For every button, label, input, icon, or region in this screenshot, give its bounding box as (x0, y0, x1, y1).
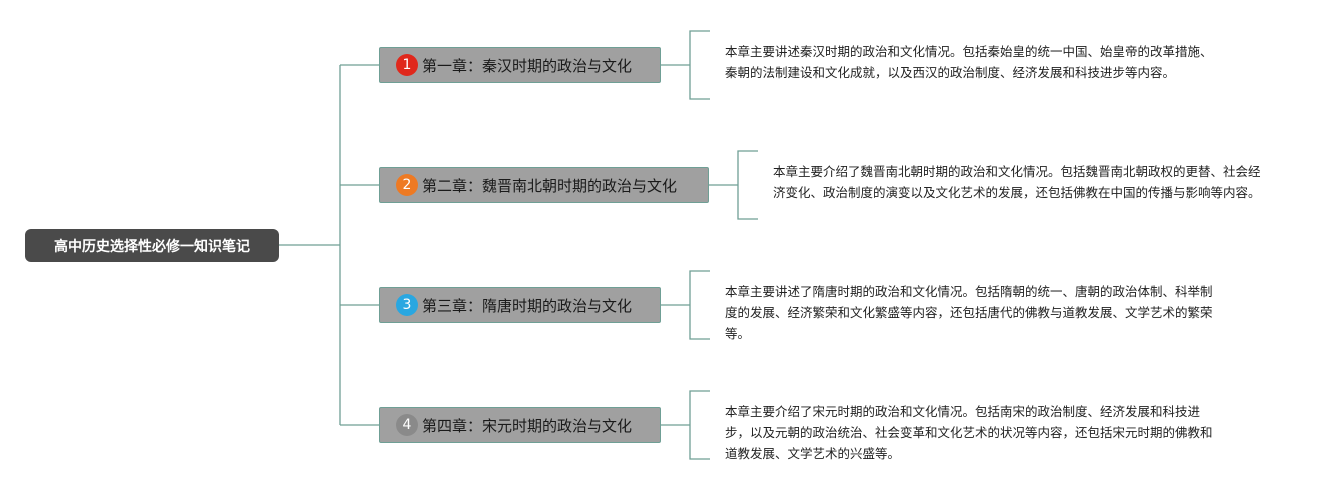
chapter-4-node[interactable]: 4 第四章：宋元时期的政治与文化 (379, 407, 661, 443)
chapter-4-number-badge: 4 (396, 414, 418, 436)
root-topic[interactable]: 高中历史选择性必修一知识笔记 (25, 229, 279, 262)
chapter-2-title: 第二章：魏晋南北朝时期的政治与文化 (422, 176, 678, 195)
chapter-1-title: 第一章：秦汉时期的政治与文化 (422, 56, 633, 75)
chapter-1-description: 本章主要讲述秦汉时期的政治和文化情况。包括秦始皇的统一中国、始皇帝的改革措施、秦… (725, 44, 1213, 80)
chapter-4-title: 第四章：宋元时期的政治与文化 (422, 416, 633, 435)
chapter-3-description: 本章主要讲述了隋唐时期的政治和文化情况。包括隋朝的统一、唐朝的政治体制、科举制度… (725, 284, 1213, 341)
chapter-3-node[interactable]: 3 第三章：隋唐时期的政治与文化 (379, 287, 661, 323)
chapter-2-description: 本章主要介绍了魏晋南北朝时期的政治和文化情况。包括魏晋南北朝政权的更替、社会经济… (773, 164, 1261, 200)
chapter-2-number-badge: 2 (396, 174, 418, 196)
chapter-1-node[interactable]: 1 第一章：秦汉时期的政治与文化 (379, 47, 661, 83)
chapter-1-number-badge: 1 (396, 54, 418, 76)
root-topic-label: 高中历史选择性必修一知识笔记 (54, 238, 250, 255)
chapter-4-description: 本章主要介绍了宋元时期的政治和文化情况。包括南宋的政治制度、经济发展和科技进步，… (725, 404, 1213, 461)
chapter-3-title: 第三章：隋唐时期的政治与文化 (422, 296, 633, 315)
chapter-2-node[interactable]: 2 第二章：魏晋南北朝时期的政治与文化 (379, 167, 709, 203)
chapter-3-number-badge: 3 (396, 294, 418, 316)
